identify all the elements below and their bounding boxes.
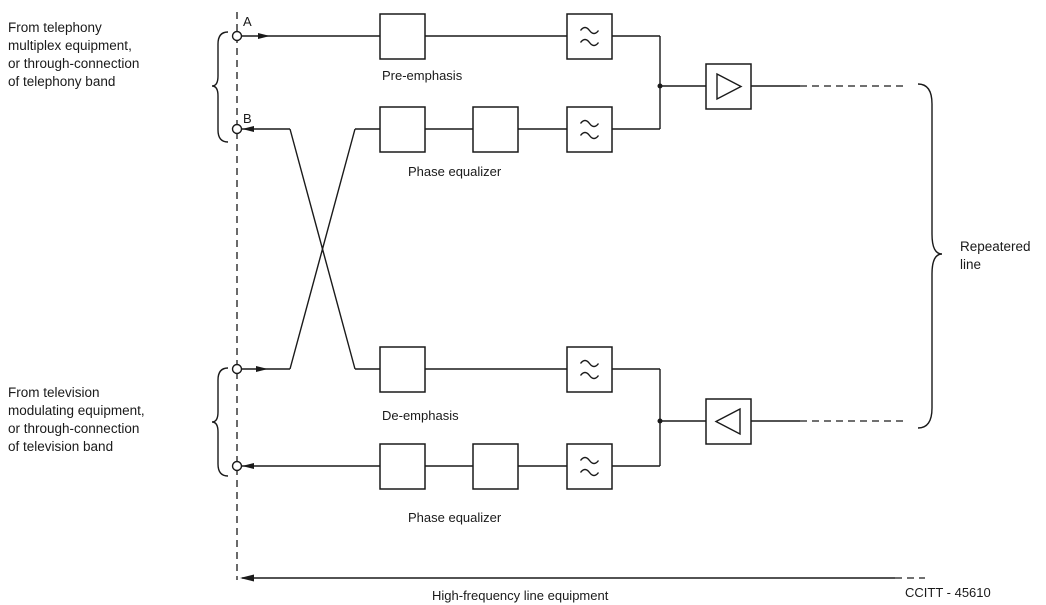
- repeatered-line-brace: [917, 83, 943, 429]
- amplifier-forward-icon: [716, 72, 743, 101]
- hf-line-equipment-label: High-frequency line equipment: [432, 588, 609, 603]
- lowpass-filter-bottom-2: [566, 443, 613, 490]
- hf-line-equipment-arrow: [240, 574, 254, 582]
- terminal-tv-out: [231, 460, 243, 472]
- pre-emphasis-label: Pre-emphasis: [382, 68, 463, 83]
- telephony-source-line-1: From telephony: [8, 20, 102, 35]
- lowpass-filter-top-1: [566, 13, 613, 60]
- terminal-a-label: A: [243, 14, 252, 29]
- amplifier-forward-block: [705, 63, 752, 110]
- pre-emphasis-block: [379, 13, 426, 60]
- terminal-b-label: B: [243, 111, 252, 126]
- phase-equalizer-top-block-2: [472, 106, 519, 153]
- lowpass-filter-top-2: [566, 106, 613, 153]
- phase-equalizer-top-label: Phase equalizer: [408, 164, 502, 179]
- repeatered-line-label-2: line: [960, 257, 981, 272]
- telephony-source-line-4: of telephony band: [8, 74, 115, 89]
- amplifier-return-icon: [714, 407, 741, 436]
- terminal-a: [231, 30, 243, 42]
- arrow-a: [258, 33, 270, 39]
- de-emphasis-block: [379, 346, 426, 393]
- phase-equalizer-bottom-label: Phase equalizer: [408, 510, 502, 525]
- television-source-line-3: or through-connection: [8, 421, 139, 436]
- phase-equalizer-bottom-block-1: [379, 443, 426, 490]
- telephony-brace: [211, 31, 229, 143]
- de-emphasis-label: De-emphasis: [382, 408, 459, 423]
- television-source-line-2: modulating equipment,: [8, 403, 145, 418]
- phase-equalizer-top-block-1: [379, 106, 426, 153]
- terminal-b: [231, 123, 243, 135]
- telephony-source-line-2: multiplex equipment,: [8, 38, 132, 53]
- television-brace: [211, 367, 229, 477]
- ccitt-code: CCITT - 45610: [905, 585, 991, 600]
- phase-equalizer-bottom-block-2: [472, 443, 519, 490]
- television-source-line-1: From television: [8, 385, 100, 400]
- amplifier-return-block: [705, 398, 752, 445]
- arrow-tv-in: [256, 366, 268, 372]
- telephony-source-line-3: or through-connection: [8, 56, 139, 71]
- repeatered-line-label-1: Repeatered: [960, 239, 1031, 254]
- television-source-line-4: of television band: [8, 439, 113, 454]
- lowpass-filter-bottom-1: [566, 346, 613, 393]
- terminal-tv-in: [231, 363, 243, 375]
